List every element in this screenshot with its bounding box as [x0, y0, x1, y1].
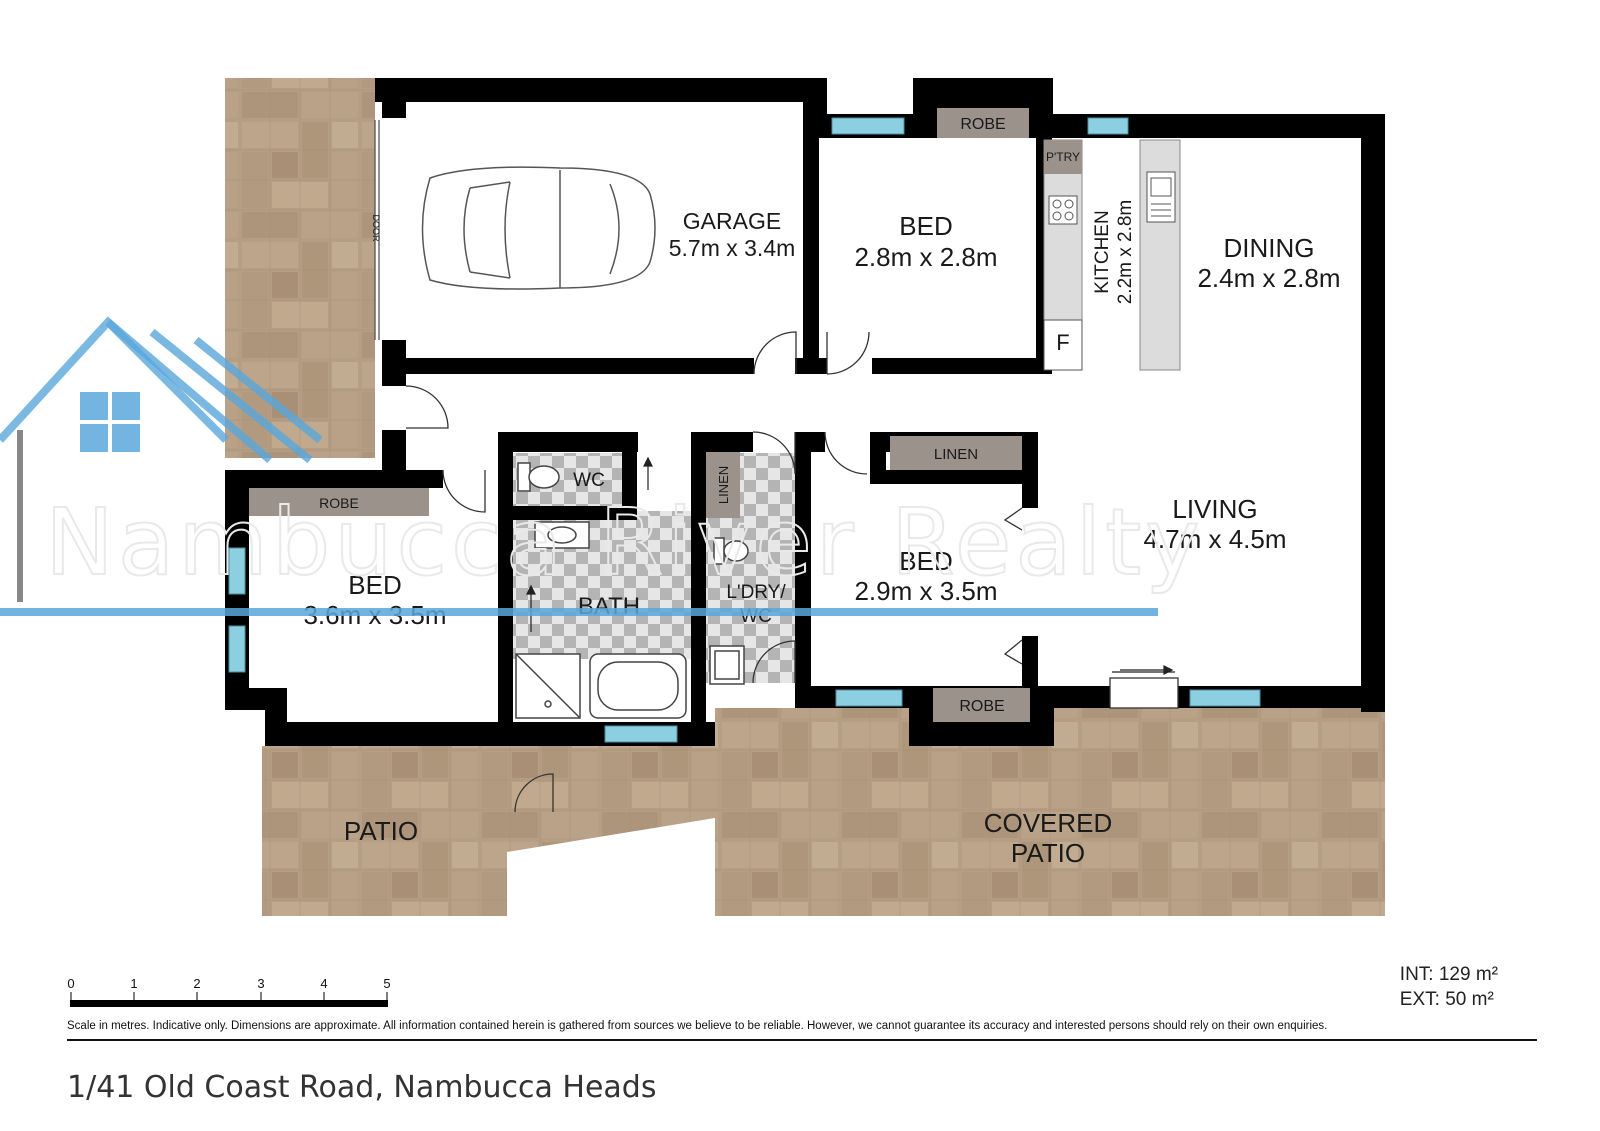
laundry-tub [709, 645, 745, 685]
room-patio: PATIO [344, 816, 418, 846]
svg-text:2.4m x 2.8m: 2.4m x 2.8m [1197, 263, 1340, 293]
patio-paving [262, 746, 507, 916]
svg-text:BED: BED [899, 211, 952, 241]
room-wc: WC [573, 470, 605, 491]
room-kitchen: KITCHEN 2.2m x 2.8m [1092, 200, 1136, 305]
scale-tick-5: 5 [383, 976, 390, 991]
watermark-logo [0, 316, 1158, 616]
car-icon [421, 166, 656, 290]
linen-hall: LINEN [890, 436, 1022, 470]
robe-bed2: ROBE [933, 688, 1030, 722]
svg-text:DINING: DINING [1224, 233, 1315, 263]
room-bed-1: BED 2.8m x 2.8m [854, 211, 997, 272]
room-bed-2: BED 2.9m x 3.5m [854, 546, 997, 606]
scale-tick-1: 1 [130, 976, 137, 991]
svg-text:L'DRY/: L'DRY/ [726, 582, 786, 603]
svg-text:BED: BED [348, 570, 401, 600]
svg-text:2.2m x 2.8m: 2.2m x 2.8m [1115, 200, 1136, 305]
laundry-toilet [713, 537, 749, 565]
svg-text:WC: WC [573, 470, 605, 491]
svg-text:PATIO: PATIO [1011, 838, 1085, 868]
disclaimer: Scale in metres. Indicative only. Dimens… [67, 1020, 1328, 1032]
svg-text:LINEN: LINEN [716, 466, 731, 504]
scale-tick-3: 3 [257, 976, 264, 991]
doors [374, 120, 1179, 813]
room-living: LIVING 4.7m x 4.5m [1143, 494, 1286, 554]
robe-bed1: ROBE [937, 108, 1029, 138]
svg-text:5.7m x 3.4m: 5.7m x 3.4m [669, 235, 796, 261]
svg-text:COVERED: COVERED [984, 808, 1113, 838]
bath-shower [515, 653, 581, 719]
svg-text:LIVING: LIVING [1172, 494, 1257, 524]
svg-text:GARAGE: GARAGE [683, 208, 781, 234]
kitchen-bench-right [1139, 139, 1181, 371]
area-summary: INT: 129 m² EXT: 50 m² [1400, 962, 1498, 1012]
room-garage: GARAGE 5.7m x 3.4m [669, 208, 796, 261]
scale-tick-4: 4 [320, 976, 327, 991]
svg-text:F: F [1056, 330, 1069, 355]
svg-text:2.9m x 3.5m: 2.9m x 3.5m [854, 576, 997, 606]
property-address: 1/41 Old Coast Road, Nambucca Heads [67, 1070, 657, 1105]
internal-area: INT: 129 m² [1399, 964, 1498, 985]
room-covered-patio: COVERED PATIO [984, 808, 1113, 868]
svg-text:P'TRY: P'TRY [1046, 150, 1080, 164]
svg-text:ROBE: ROBE [959, 698, 1004, 715]
scale-tick-0: 0 [67, 976, 74, 991]
arrow-icons [526, 456, 1174, 675]
watermark-text: Nambucca River Realty [45, 489, 1204, 596]
svg-text:KITCHEN: KITCHEN [1092, 210, 1113, 293]
path-paving [507, 746, 715, 852]
svg-text:2.8m x 2.8m: 2.8m x 2.8m [854, 242, 997, 272]
walls [225, 78, 1385, 746]
kitchen-bench-left: P'TRY F [1043, 139, 1083, 371]
scale-tick-2: 2 [193, 976, 200, 991]
svg-text:PATIO: PATIO [344, 816, 418, 846]
svg-text:BED: BED [899, 546, 952, 576]
bath-vanity [534, 521, 590, 549]
svg-text:4.7m x 4.5m: 4.7m x 4.5m [1143, 524, 1286, 554]
linen-laundry: LINEN [706, 452, 740, 518]
robe-bed3: ROBE [249, 488, 429, 516]
svg-text:ROBE: ROBE [319, 495, 359, 511]
scale-bar: 0 1 2 3 4 5 [67, 976, 391, 1007]
svg-text:ROBE: ROBE [960, 116, 1005, 133]
external-area: EXT: 50 m² [1399, 989, 1494, 1010]
garage-door-label: DOOR [371, 215, 381, 243]
footer-rule [67, 1039, 1537, 1041]
side-paving [225, 78, 375, 458]
wc-toilet [517, 462, 560, 492]
bath-tub [589, 653, 687, 719]
svg-text:LINEN: LINEN [934, 446, 978, 463]
room-dining: DINING 2.4m x 2.8m [1197, 233, 1340, 293]
windows [228, 117, 1261, 743]
